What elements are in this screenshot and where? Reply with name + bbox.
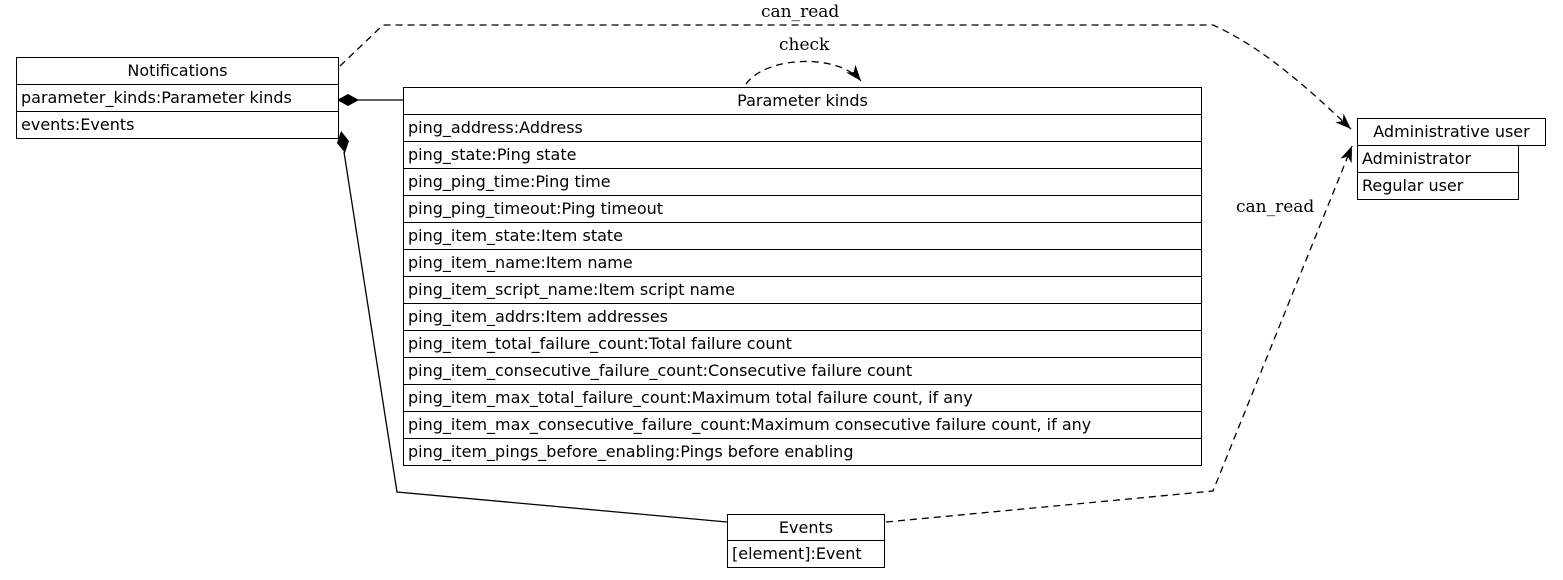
node-events: Events [element]:Event: [727, 514, 885, 568]
node-parameter-kinds-row: ping_item_consecutive_failure_count:Cons…: [403, 357, 1202, 385]
node-events-row-element: [element]:Event: [727, 540, 885, 568]
node-parameter-kinds-row: ping_item_pings_before_enabling:Pings be…: [403, 438, 1202, 466]
node-parameter-kinds-row: ping_address:Address: [403, 114, 1202, 142]
edge-can-read-events-to-admin: [885, 145, 1353, 523]
aggregation-diamond-parameter-kinds: [337, 94, 359, 106]
node-notifications-row-parameter-kinds: parameter_kinds:Parameter kinds: [16, 84, 339, 112]
node-parameter-kinds-row: ping_item_name:Item name: [403, 249, 1202, 277]
node-parameter-kinds-title: Parameter kinds: [403, 87, 1202, 115]
node-parameter-kinds-row: ping_item_addrs:Item addresses: [403, 303, 1202, 331]
node-administrative-user: Administrative user Administrator Regula…: [1357, 118, 1546, 200]
node-parameter-kinds: Parameter kinds ping_address:Address pin…: [403, 87, 1202, 466]
node-parameter-kinds-row: ping_ping_timeout:Ping timeout: [403, 195, 1202, 223]
node-parameter-kinds-row: ping_item_state:Item state: [403, 222, 1202, 250]
aggregation-diamond-events: [337, 131, 349, 153]
node-administrative-user-row-regular-user: Regular user: [1357, 172, 1519, 200]
edge-label-can-read-top: can_read: [761, 2, 840, 22]
node-notifications: Notifications parameter_kinds:Parameter …: [16, 57, 339, 139]
edge-notifications-to-events: [343, 151, 728, 523]
node-parameter-kinds-row: ping_item_script_name:Item script name: [403, 276, 1202, 304]
edge-label-can-read-right: can_read: [1236, 197, 1315, 217]
node-parameter-kinds-row: ping_item_total_failure_count:Total fail…: [403, 330, 1202, 358]
node-administrative-user-title: Administrative user: [1357, 118, 1546, 146]
node-parameter-kinds-row: ping_state:Ping state: [403, 141, 1202, 169]
node-notifications-row-events: events:Events: [16, 111, 339, 139]
node-parameter-kinds-row: ping_ping_time:Ping time: [403, 168, 1202, 196]
node-parameter-kinds-row: ping_item_max_consecutive_failure_count:…: [403, 411, 1202, 439]
node-parameter-kinds-row: ping_item_max_total_failure_count:Maximu…: [403, 384, 1202, 412]
node-notifications-title: Notifications: [16, 57, 339, 85]
node-events-title: Events: [727, 514, 885, 541]
edge-check-self-loop: [745, 60, 862, 85]
edge-can-read-notifications-to-admin: [339, 24, 1352, 130]
edge-label-check: check: [779, 35, 830, 55]
node-administrative-user-row-administrator: Administrator: [1357, 145, 1519, 173]
